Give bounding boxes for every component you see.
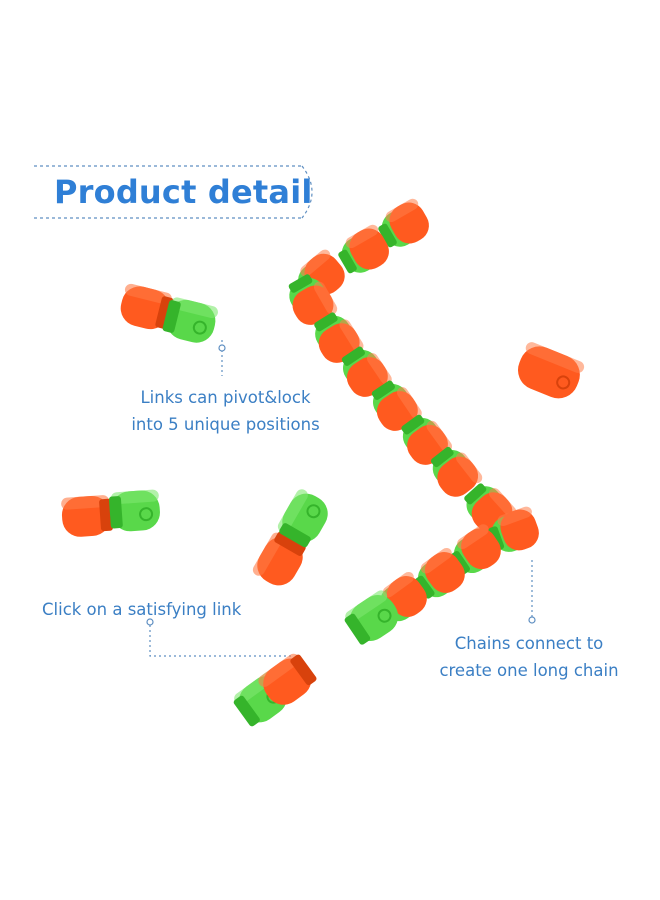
chain-connect-caption-line1: Chains connect to [454, 634, 604, 653]
callout-leaders [146, 340, 536, 657]
pivot-lock-caption-line2: into 5 unique positions [131, 415, 320, 434]
pivot-lock-caption: Links can pivot&lock into 5 unique posit… [118, 384, 333, 438]
click-link-caption-line1: Click on a satisfying link [42, 600, 242, 619]
loose-link-top-left [116, 282, 221, 348]
product-detail-heading: Product detail [54, 173, 313, 211]
pivot-lock-caption-line1: Links can pivot&lock [140, 388, 311, 407]
loose-link-bottom [229, 650, 321, 732]
loose-link-right [517, 342, 585, 399]
click-link-caption: Click on a satisfying link [42, 596, 241, 623]
loose-link-center [250, 486, 336, 592]
chain-connect-caption: Chains connect to create one long chain [424, 630, 634, 684]
chain-connect-caption-line2: create one long chain [439, 661, 619, 680]
loose-link-middle-left [60, 488, 163, 538]
heading-frame [34, 165, 313, 219]
